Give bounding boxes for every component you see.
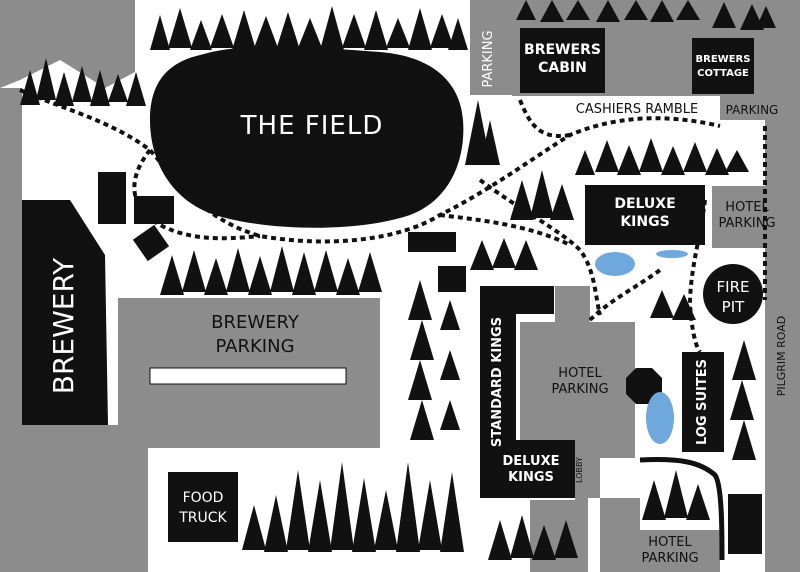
label-brewers-cottage-2: COTTAGE bbox=[697, 67, 749, 79]
label-hotel-parking-right-1: HOTEL bbox=[725, 199, 769, 215]
trees-hotel-row bbox=[575, 138, 749, 175]
label-deluxe-kings-bottom-1: DELUXE bbox=[502, 453, 560, 469]
label-hotel-parking-right-2: PARKING bbox=[718, 215, 776, 231]
pond-1 bbox=[595, 252, 635, 276]
label-deluxe-kings-bottom-2: KINGS bbox=[508, 469, 554, 485]
trees-top-right bbox=[516, 0, 776, 30]
parking-divider bbox=[149, 367, 347, 385]
food-truck-building bbox=[168, 472, 238, 542]
pond-2 bbox=[656, 250, 688, 258]
deluxe-kings-top-building bbox=[585, 185, 705, 245]
trails bbox=[19, 88, 767, 354]
left-road bbox=[0, 0, 135, 88]
label-fire-pit-1: FIRE bbox=[716, 277, 750, 296]
label-brewery: BREWERY bbox=[46, 257, 80, 395]
small-building-3 bbox=[132, 224, 170, 262]
trail-lower-right bbox=[687, 199, 707, 354]
trees-center-cluster bbox=[470, 170, 574, 270]
water bbox=[595, 250, 688, 444]
the-field-shape bbox=[150, 46, 464, 228]
small-building-6 bbox=[516, 286, 554, 314]
trail-center bbox=[439, 213, 571, 247]
buildings bbox=[22, 28, 762, 554]
label-hotel-parking-center-1: HOTEL bbox=[558, 365, 602, 381]
trees-top-left bbox=[150, 6, 468, 50]
label-lobby: LOBBY bbox=[574, 457, 584, 483]
deluxe-kings-bottom-building bbox=[490, 440, 575, 498]
label-standard-kings: STANDARD KINGS bbox=[489, 316, 505, 448]
small-building-7 bbox=[728, 494, 762, 554]
trees-bottom-left bbox=[242, 462, 464, 552]
label-brewers-cottage-1: BREWERS bbox=[695, 53, 751, 65]
parking-top-lot bbox=[470, 0, 512, 95]
label-hotel-parking-center-2: PARKING bbox=[551, 381, 609, 397]
trees-middle-row bbox=[160, 246, 382, 295]
hotel-parking-right-lot bbox=[712, 186, 782, 248]
brewery-building bbox=[22, 200, 108, 425]
label-parking-top: PARKING bbox=[480, 30, 496, 88]
brewers-cottage-building bbox=[692, 38, 754, 94]
label-cashiers-ramble: CASHIERS RAMBLE bbox=[575, 101, 699, 117]
trail-pond bbox=[588, 268, 662, 322]
label-parking-right: PARKING bbox=[725, 103, 779, 118]
label-brewery-parking-1: BREWERY bbox=[211, 312, 299, 334]
label-food-truck-2: TRUCK bbox=[179, 510, 227, 527]
fire-pit-circle bbox=[703, 264, 763, 324]
trees-right-column bbox=[650, 290, 756, 460]
hotel-parking-center-lot bbox=[520, 286, 635, 572]
label-brewers-cabin-1: BREWERS bbox=[524, 42, 601, 59]
label-hotel-parking-bottom-1: HOTEL bbox=[648, 534, 692, 550]
trees-vertical-left bbox=[408, 280, 460, 440]
trail-cashiers bbox=[518, 99, 571, 138]
bottom-right-path bbox=[639, 457, 725, 561]
trees bbox=[20, 0, 776, 560]
label-fire-pit-2: PIT bbox=[721, 297, 745, 316]
label-brewery-parking-2: PARKING bbox=[215, 336, 295, 358]
small-building-4 bbox=[408, 232, 456, 252]
trail-field-loop bbox=[19, 88, 721, 244]
trail-hotel bbox=[478, 178, 602, 316]
brewery-parking-lot bbox=[22, 298, 380, 572]
gazebo bbox=[626, 368, 662, 404]
label-log-suites: LOG SUITES bbox=[694, 359, 710, 445]
label-pilgrim-road: PILGRIM ROAD bbox=[774, 315, 788, 397]
brewers-cabin-building bbox=[520, 28, 605, 93]
left-strip bbox=[0, 88, 22, 572]
hotel-parking-bottom-lot bbox=[600, 498, 720, 572]
pond-3 bbox=[646, 392, 674, 444]
label-brewers-cabin-2: CABIN bbox=[538, 60, 587, 77]
small-building-1 bbox=[98, 172, 126, 224]
log-suites-building bbox=[682, 352, 724, 452]
trees-left bbox=[20, 58, 146, 106]
trees-field-right bbox=[465, 100, 500, 165]
label-the-field: THE FIELD bbox=[240, 110, 384, 141]
trail-left-branch bbox=[132, 148, 261, 241]
trees-bottom-right bbox=[642, 470, 710, 520]
small-building-5 bbox=[438, 266, 466, 292]
label-deluxe-kings-top-2: KINGS bbox=[620, 214, 670, 231]
label-deluxe-kings-top-1: DELUXE bbox=[614, 196, 676, 213]
label-hotel-parking-bottom-2: PARKING bbox=[641, 550, 699, 566]
trees-bottom-center bbox=[488, 515, 578, 560]
label-food-truck-1: FOOD bbox=[182, 490, 224, 507]
